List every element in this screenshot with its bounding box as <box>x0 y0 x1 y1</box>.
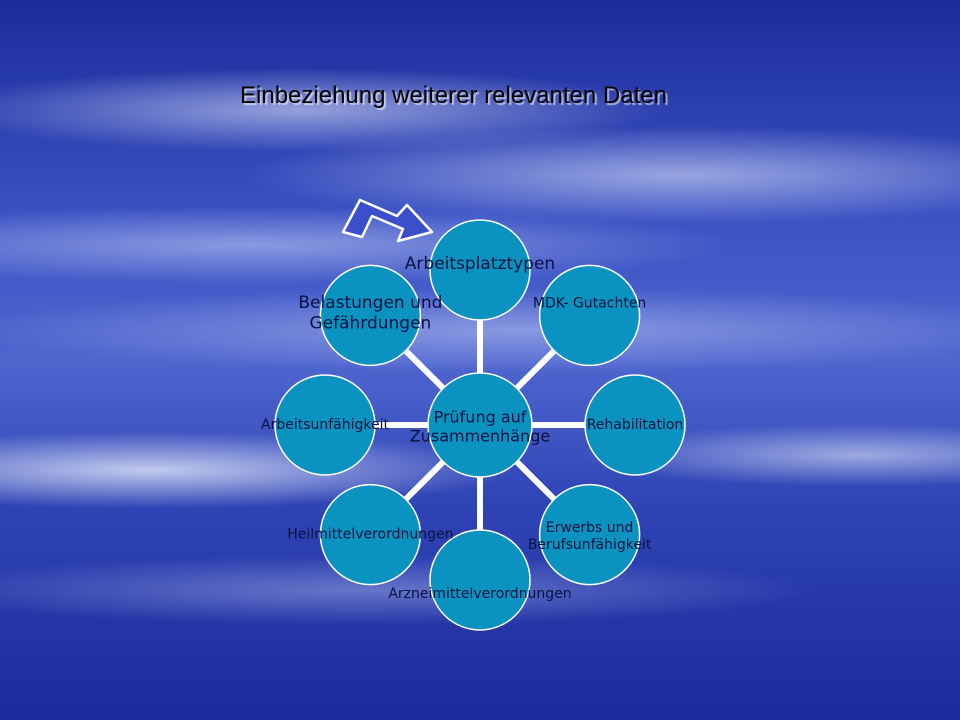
node-label-heilmittelverordnungen-line: Heilmittelverordnungen <box>287 527 453 543</box>
node-label-rehabilitation-line: Rehabilitation <box>587 417 684 433</box>
node-label-mdk-gutachten: MDK- Gutachten <box>533 295 646 311</box>
node-mdk-gutachten <box>538 264 641 367</box>
node-label-center-line: Zusammenhänge <box>410 426 550 445</box>
node-label-arbeitsunfaehigkeit: Arbeitsunfähigkeit <box>261 417 390 433</box>
node-label-belastungen-gefaehrdungen-line: Gefährdungen <box>309 314 431 334</box>
node-label-arbeitsplatztypen: Arbeitsplatztypen <box>405 254 555 274</box>
node-label-arbeitsplatztypen-line: Arbeitsplatztypen <box>405 254 555 274</box>
page-title: Einbeziehung weiterer relevanten Daten <box>240 82 667 109</box>
node-arbeitsplatztypen <box>429 219 531 321</box>
node-label-arzneimittelverordnungen: Arzneimittelverordnungen <box>388 586 571 602</box>
node-heilmittelverordnungen <box>319 483 422 586</box>
node-label-heilmittelverordnungen: Heilmittelverordnungen <box>287 527 453 543</box>
node-arbeitsunfaehigkeit <box>274 374 376 476</box>
node-label-rehabilitation: Rehabilitation <box>587 417 684 433</box>
cycle-arrow-icon <box>341 198 434 243</box>
node-label-arzneimittelverordnungen-line: Arzneimittelverordnungen <box>388 586 571 602</box>
node-erwerbs-berufsunfaehigkeit <box>538 483 641 586</box>
node-label-erwerbs-berufsunfaehigkeit-line: Erwerbs und <box>546 520 634 536</box>
node-label-arbeitsunfaehigkeit-line: Arbeitsunfähigkeit <box>261 417 390 433</box>
node-center <box>427 372 533 478</box>
node-label-erwerbs-berufsunfaehigkeit-line: Berufsunfähigkeit <box>528 537 652 553</box>
node-label-mdk-gutachten-line: MDK- Gutachten <box>533 295 646 311</box>
node-label-belastungen-gefaehrdungen-line: Belastungen und <box>298 293 442 313</box>
node-arzneimittelverordnungen <box>429 529 531 631</box>
node-label-center-line: Prüfung auf <box>434 407 527 426</box>
node-belastungen-gefaehrdungen <box>319 264 422 367</box>
node-rehabilitation <box>584 374 686 476</box>
